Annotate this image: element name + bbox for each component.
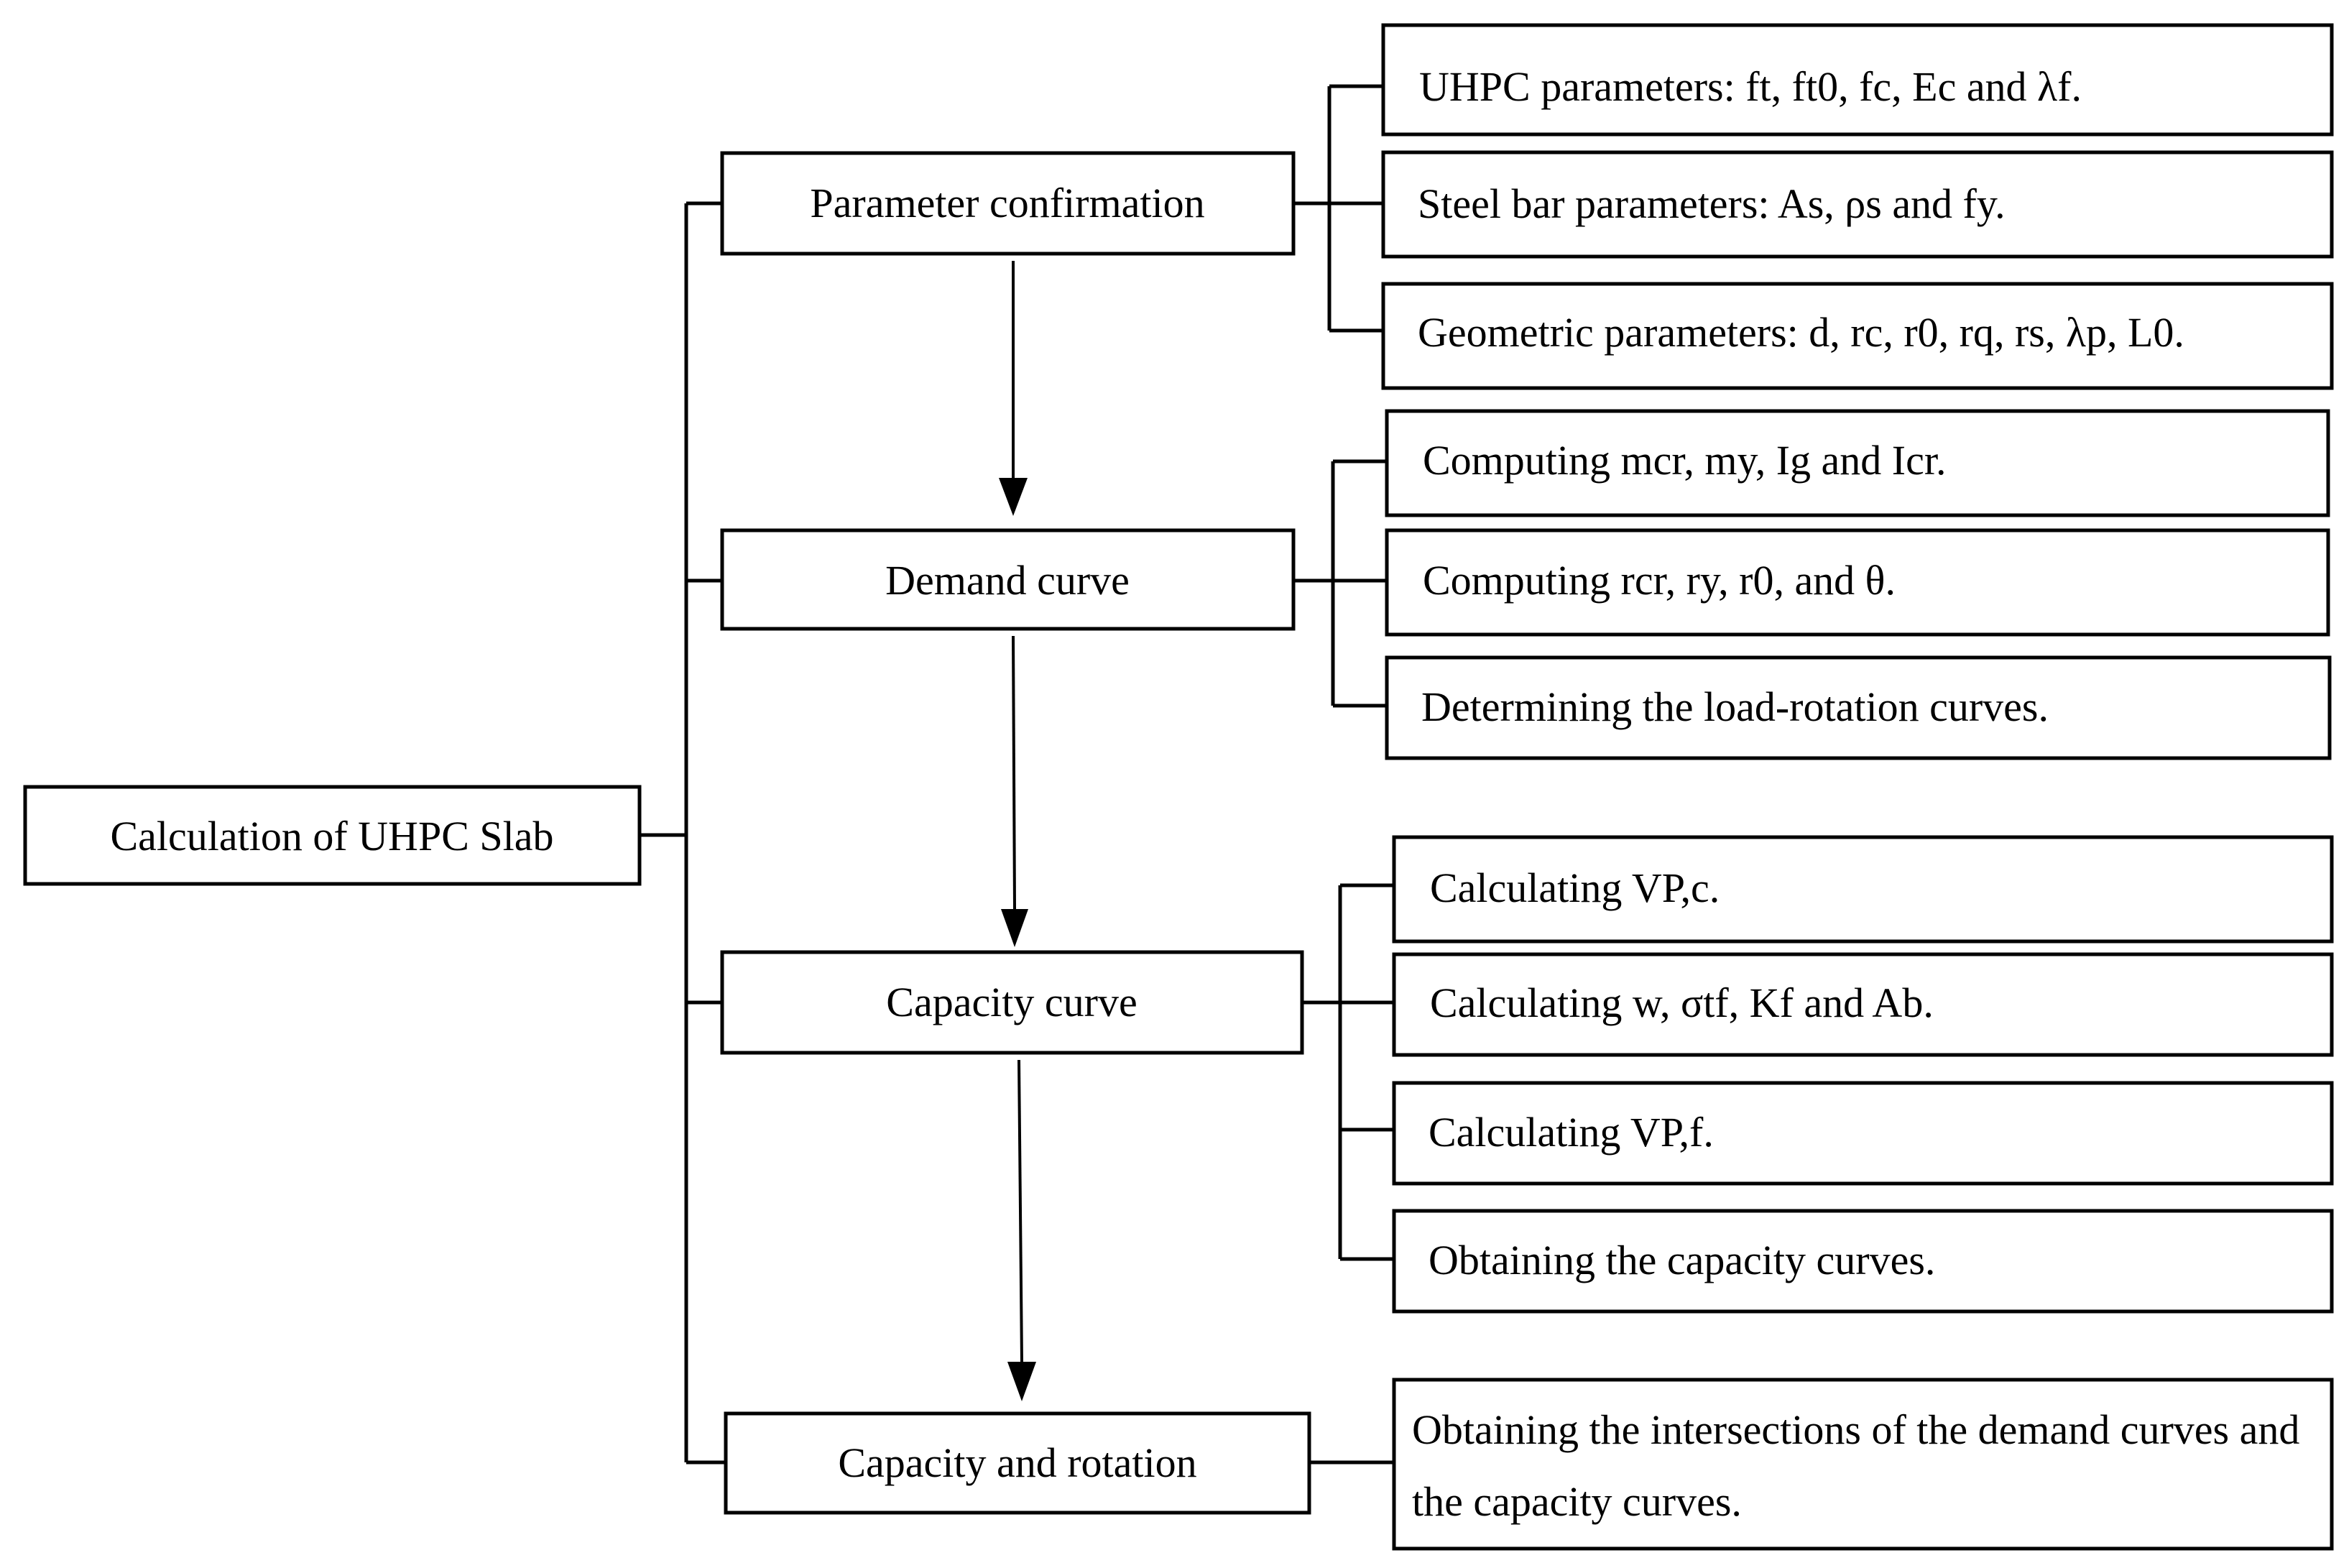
arrow-demand-to-capacity [1001,635,1028,947]
detail-computing-moments: Computing mcr, my, Ig and Icr. [1385,409,2330,517]
detail-text: Determining the load-rotation curves. [1421,683,2049,730]
stage-label: Capacity curve [886,979,1137,1025]
detail-calculating-fiber-terms: Calculating w, σtf, Kf and Ab. [1392,952,2334,1057]
detail-connectors [1293,84,1394,1465]
detail-uhpc-parameters: UHPC parameters: ft, ft0, fc, Ec and λf. [1381,23,2334,137]
detail-text: Calculating VP,f. [1429,1109,1714,1156]
root-label: Calculation of UHPC Slab [110,813,553,859]
stage-node-capacity-curve: Capacity curve [720,950,1304,1055]
root-node: Calculation of UHPC Slab [23,785,642,886]
detail-text: Obtaining the capacity curves. [1429,1237,1935,1283]
arrow-capacity-to-rotation [1007,1059,1036,1401]
detail-text: Obtaining the intersections of the deman… [1412,1406,2300,1525]
stage-label: Demand curve [885,557,1130,604]
detail-capacity-curves: Obtaining the capacity curves. [1392,1209,2334,1314]
stage-node-parameter-confirmation: Parameter confirmation [720,151,1296,256]
detail-text-wrap: Obtaining the intersections of the deman… [1412,1406,2300,1525]
stage-label: Capacity and rotation [838,1439,1196,1486]
detail-intersections: Obtaining the intersections of the deman… [1392,1378,2334,1551]
flow-arrows [999,261,1036,1401]
detail-calculating-vpc: Calculating VP,c. [1392,835,2334,944]
detail-calculating-vpf: Calculating VP,f. [1392,1081,2334,1186]
detail-text: UHPC parameters: ft, ft0, fc, Ec and λf. [1419,63,2082,110]
detail-text: Steel bar parameters: As, ρs and fy. [1418,180,2006,227]
detail-steel-bar-parameters: Steel bar parameters: As, ρs and fy. [1381,150,2334,259]
root-connectors [640,201,726,1465]
detail-text: Computing rcr, ry, r0, and θ. [1423,557,1896,604]
detail-text: Calculating w, σtf, Kf and Ab. [1430,979,1934,1026]
detail-text: Geometric parameters: d, rc, r0, rq, rs,… [1418,309,2184,356]
detail-computing-radii: Computing rcr, ry, r0, and θ. [1385,528,2330,637]
detail-load-rotation-curves: Determining the load-rotation curves. [1385,655,2332,760]
arrow-parameter-to-demand [999,261,1028,516]
stage-node-demand-curve: Demand curve [720,528,1296,631]
detail-geometric-parameters: Geometric parameters: d, rc, r0, rq, rs,… [1381,282,2334,390]
detail-text: Computing mcr, my, Ig and Icr. [1423,437,1946,484]
stage-node-capacity-and-rotation: Capacity and rotation [724,1411,1311,1515]
detail-text: Calculating VP,c. [1430,864,1720,911]
stage-label: Parameter confirmation [810,180,1204,226]
